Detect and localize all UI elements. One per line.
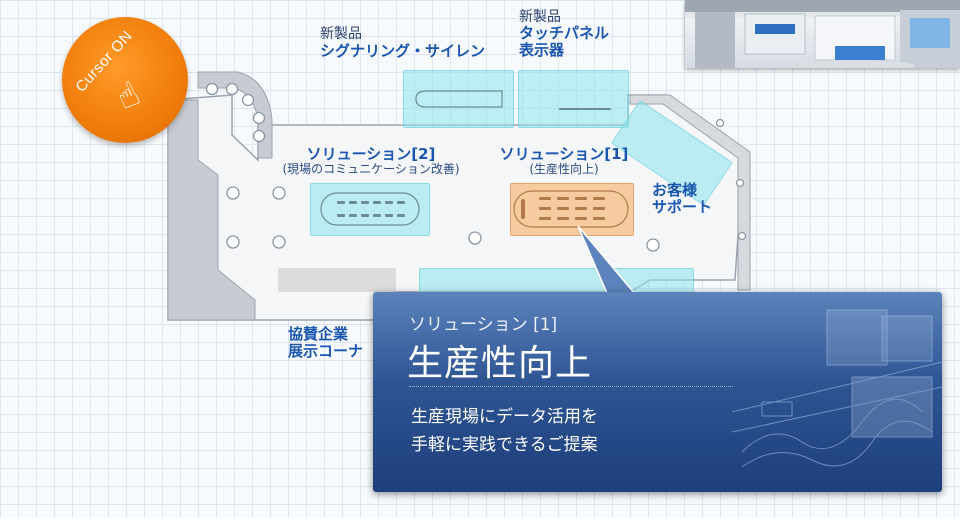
booth-signal-tower[interactable]: [403, 70, 514, 128]
solution-popup[interactable]: ソリューション [1] 生産性向上 生産現場にデータ活用を 手軽に実践できるご提…: [373, 292, 942, 492]
dashboard-illustration: [732, 309, 942, 468]
label-support-line1: お客様: [652, 181, 698, 199]
label-new-touch-line1: 新製品: [519, 9, 561, 25]
popup-divider: [409, 386, 733, 387]
popup-subtitle: ソリューション [1]: [409, 315, 558, 335]
booth-solution-1[interactable]: [510, 183, 634, 236]
counter-shape: [559, 108, 611, 110]
booth-photo: [685, 0, 960, 68]
label-solution-2: ソリューション[2] (現場のコミュニケーション改善): [262, 145, 480, 177]
booth-sponsor[interactable]: [278, 268, 396, 292]
label-support: お客様 サポート: [652, 181, 713, 217]
label-sponsor-line1: 協賛企業: [288, 325, 349, 343]
bottom-border: [0, 518, 960, 532]
popup-description-line1: 生産現場にデータ活用を: [411, 407, 598, 427]
label-new-signal-line1: 新製品: [320, 26, 362, 42]
label-new-signal-line2: シグナリング・サイレン: [320, 42, 486, 61]
label-solution-1-sub: (生産性向上): [529, 162, 599, 177]
pointing-hand-icon: ☝: [110, 73, 147, 119]
booth-touch-panel[interactable]: [518, 70, 629, 128]
label-sponsor: 協賛企業 展示コーナ: [288, 325, 364, 361]
label-solution-1-title: ソリューション[1]: [499, 145, 629, 163]
label-solution-1: ソリューション[1] (生産性向上): [488, 145, 640, 177]
booth-center-bottom[interactable]: [419, 268, 694, 294]
label-new-touch-line2: タッチパネル: [519, 24, 610, 43]
counter-shape: [415, 90, 503, 108]
label-new-touch-line3: 表示器: [519, 41, 565, 60]
label-sponsor-line2: 展示コーナ: [288, 342, 364, 361]
cursor-toggle-button[interactable]: Cursor ON ☝: [62, 17, 188, 143]
label-new-signal: 新製品 シグナリング・サイレン: [320, 26, 485, 60]
counter-shape: [320, 192, 420, 226]
booth-solution-2[interactable]: [310, 183, 430, 236]
popup-title: 生産性向上: [407, 343, 593, 384]
counter-shape: [513, 190, 629, 228]
label-solution-2-sub: (現場のコミュニケーション改善): [282, 162, 460, 177]
label-support-line2: サポート: [652, 198, 713, 217]
label-solution-2-title: ソリューション[2]: [306, 145, 436, 163]
label-new-touch: 新製品 タッチパネル 表示器: [519, 9, 609, 60]
popup-description-line2: 手軽に実践できるご提案: [411, 435, 598, 455]
booth-photo-illustration: [685, 0, 960, 68]
